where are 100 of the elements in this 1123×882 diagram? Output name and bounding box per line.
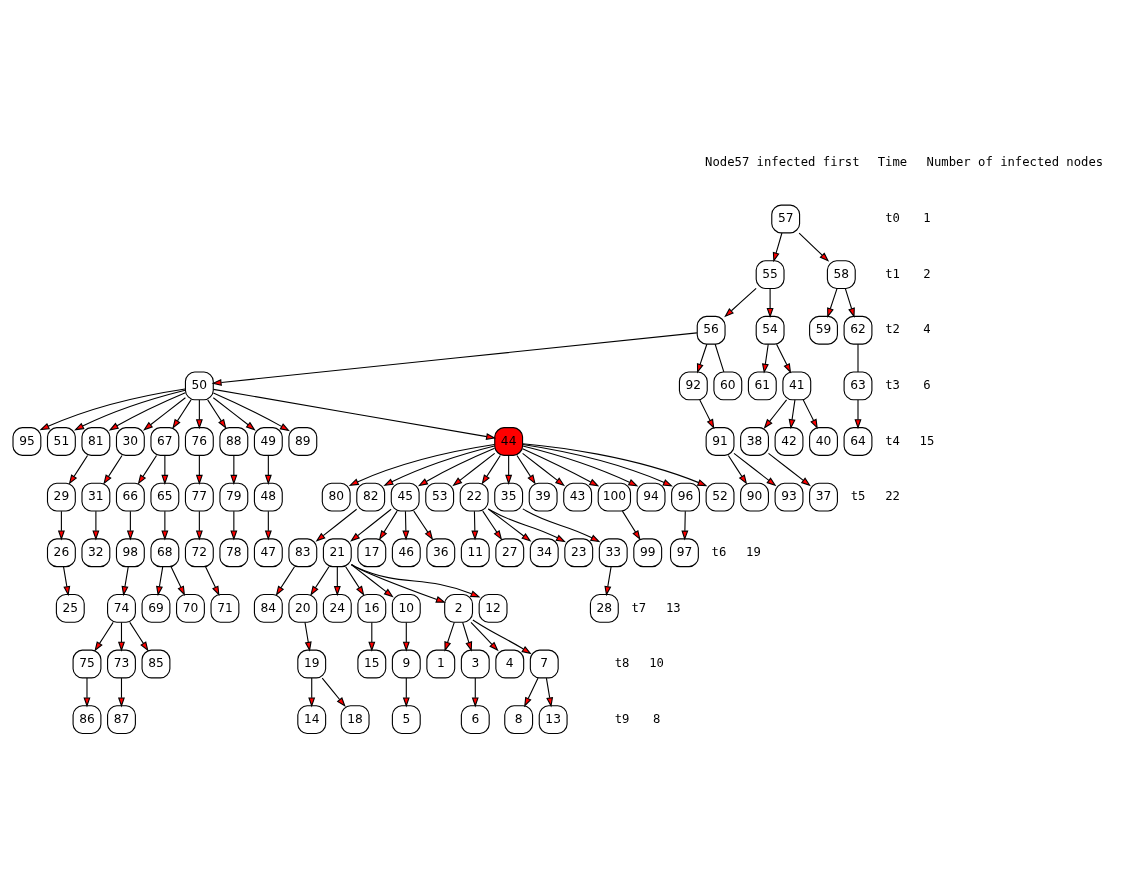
- arrow: [350, 563, 481, 598]
- arrow: [383, 444, 495, 486]
- arrow: [788, 398, 796, 429]
- arrow: [172, 398, 192, 429]
- label: t1: [885, 266, 900, 281]
- arrow: [402, 510, 410, 540]
- arrow: [195, 398, 203, 429]
- arrow: [854, 398, 862, 429]
- arrow: [156, 565, 164, 596]
- label: 6: [923, 377, 931, 392]
- arrow: [57, 510, 65, 540]
- arrow: [143, 396, 186, 431]
- arrow: [524, 677, 539, 707]
- label: t3: [885, 377, 900, 392]
- arrow: [205, 565, 220, 596]
- arrow: [727, 454, 748, 485]
- arrow: [417, 447, 496, 486]
- arrow: [39, 387, 186, 430]
- arrow: [94, 621, 114, 651]
- arrow: [462, 621, 473, 652]
- arrow: [275, 565, 296, 596]
- arrow: [724, 287, 757, 317]
- arrow: [212, 396, 256, 431]
- arrow: [304, 621, 312, 652]
- label: 13: [665, 600, 681, 614]
- arrow: [161, 454, 169, 485]
- arrow: [402, 621, 410, 652]
- arrow: [264, 510, 272, 541]
- arrow: [452, 452, 496, 486]
- arrow: [350, 563, 446, 603]
- label: t2: [885, 321, 900, 336]
- connector: [857, 343, 859, 372]
- arrow: [63, 565, 71, 596]
- arrow: [481, 454, 501, 485]
- label: 4: [923, 321, 931, 336]
- arrow: [733, 452, 777, 486]
- arrow: [471, 510, 479, 540]
- connector: [714, 343, 725, 372]
- arrow: [767, 452, 811, 486]
- arrow: [348, 443, 495, 486]
- arrow: [264, 454, 272, 485]
- arrow: [195, 510, 203, 541]
- label: t4: [885, 433, 900, 448]
- arrow: [798, 231, 830, 262]
- arrow: [195, 454, 203, 485]
- arrow: [522, 507, 601, 542]
- arrow: [621, 510, 641, 540]
- arrow: [471, 677, 479, 707]
- arrow: [827, 287, 838, 318]
- arrow: [333, 565, 341, 596]
- arrow: [763, 398, 788, 429]
- arrow: [482, 510, 503, 540]
- arrow: [802, 398, 818, 429]
- label: t8: [614, 655, 630, 670]
- arrow: [472, 618, 532, 654]
- arrow: [487, 507, 566, 542]
- arrow: [761, 343, 769, 374]
- arrow: [170, 565, 186, 596]
- arrow: [321, 677, 346, 707]
- arrow: [161, 510, 169, 541]
- arrow: [92, 510, 100, 540]
- node-box: 100: [597, 482, 632, 512]
- arrow: [545, 677, 554, 707]
- label: t7: [631, 600, 647, 614]
- arrow: [350, 508, 392, 542]
- arrow: [681, 510, 689, 540]
- arrow: [121, 565, 129, 596]
- arrow: [103, 454, 123, 485]
- arrow: [230, 454, 238, 485]
- arrow: [315, 508, 358, 542]
- label: t9: [614, 711, 630, 726]
- arrow: [137, 454, 158, 485]
- arrow: [117, 621, 125, 652]
- label: t5: [850, 488, 866, 503]
- arrow: [129, 621, 149, 651]
- arrow: [444, 621, 455, 652]
- arrow: [772, 231, 783, 262]
- label: t0: [885, 210, 900, 225]
- label: 19: [746, 544, 761, 559]
- arrow: [402, 677, 410, 707]
- arrow: [766, 287, 774, 318]
- arrow: [487, 508, 532, 542]
- arrow: [126, 510, 134, 541]
- arrow: [696, 343, 708, 374]
- label: 8: [652, 711, 661, 726]
- arrow: [604, 565, 612, 596]
- label: 15: [919, 433, 935, 448]
- arrow: [522, 452, 565, 486]
- arrow: [207, 398, 227, 429]
- label: 22: [885, 488, 900, 503]
- arrow: [212, 388, 497, 440]
- arrow: [516, 454, 536, 485]
- arrow: [345, 565, 365, 596]
- label: Number of infected nodes: [926, 154, 1104, 169]
- arrow: [470, 621, 499, 651]
- label: 2: [923, 266, 931, 281]
- label: 1: [923, 210, 931, 225]
- arrow: [212, 391, 290, 431]
- label: t6: [711, 544, 727, 559]
- arrow: [308, 677, 316, 707]
